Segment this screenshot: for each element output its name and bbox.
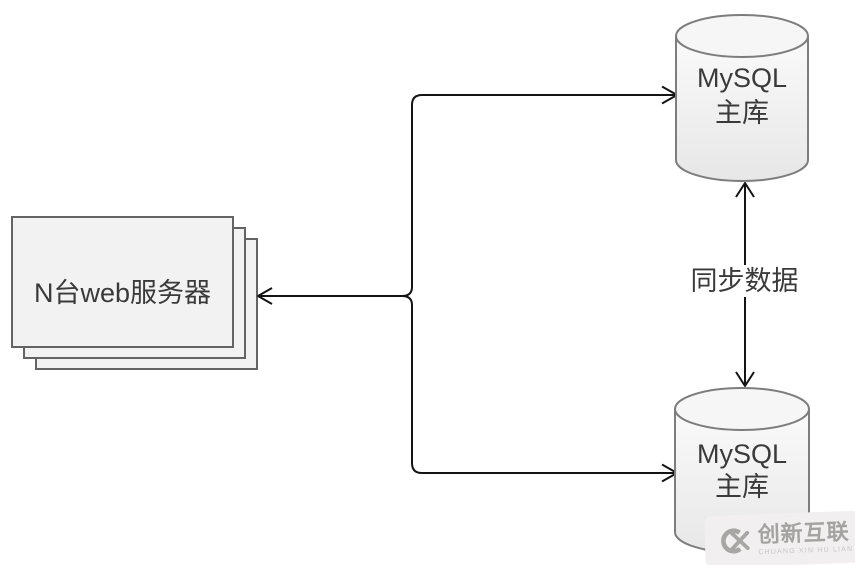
- mysql-bottom-subtitle: 主库: [715, 472, 769, 502]
- mysql-bottom-label: MySQL 主库: [675, 438, 809, 504]
- watermark: 创新互联 CHUANG XIN HU LIAN: [704, 510, 855, 565]
- web-server-label: N台web服务器: [33, 278, 212, 308]
- watermark-text: 创新互联 CHUANG XIN HU LIAN: [757, 518, 854, 557]
- mysql-top-cylinder-icon: [675, 14, 809, 182]
- web-server-stack: [11, 216, 258, 370]
- connector-bottom-branch: [259, 295, 677, 474]
- arrowhead-up-icon: [735, 182, 755, 198]
- connector-group: [257, 85, 678, 483]
- arrowhead-left-icon: [257, 287, 273, 305]
- connector-top-branch: [259, 94, 677, 297]
- sync-label: 同步数据: [687, 265, 802, 297]
- mysql-top-subtitle: 主库: [715, 98, 769, 128]
- watermark-brand: 创新互联: [757, 518, 851, 548]
- mysql-top-label: MySQL 主库: [676, 61, 808, 131]
- arrowhead-down-icon: [735, 371, 755, 387]
- web-server-box-front: [11, 216, 234, 348]
- mysql-top-title: MySQL: [696, 63, 788, 93]
- cx-logo-icon: [721, 528, 750, 554]
- mysql-bottom-title: MySQL: [696, 439, 788, 469]
- watermark-subtext: CHUANG XIN HU LIAN: [758, 545, 854, 557]
- sync-label-wrap: 同步数据: [672, 265, 817, 297]
